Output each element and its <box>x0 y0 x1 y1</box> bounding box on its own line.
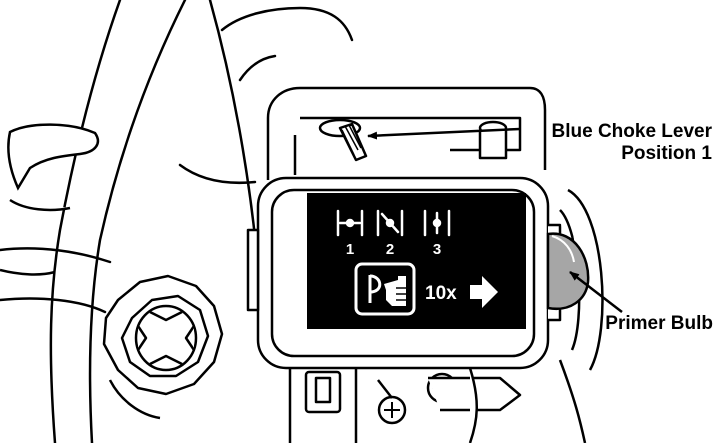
choke-callout-line1: Blue Choke Lever <box>551 121 713 142</box>
choke-callout-arrow <box>367 127 521 140</box>
fuel-cap <box>102 274 224 420</box>
primer-callout-arrow <box>569 271 623 313</box>
choke-primer-decal <box>307 193 526 329</box>
primer-bulb <box>546 232 590 311</box>
choke-callout-line2: Position 1 <box>621 143 712 164</box>
housing-outline <box>0 0 354 445</box>
choke-lever-callout: Blue Choke Lever Position 1 <box>520 121 713 165</box>
right-arrow-icon <box>470 276 498 308</box>
position-1-number: 1 <box>346 241 354 258</box>
left-knob <box>0 123 100 276</box>
press-primer-icon <box>354 262 416 316</box>
choke-lever <box>338 122 368 162</box>
choke-position-1-icon <box>336 209 364 237</box>
bottom-fittings <box>288 359 587 444</box>
choke-position-2-icon <box>376 209 404 237</box>
choke-position-3-icon <box>423 209 451 237</box>
position-2-number: 2 <box>386 241 394 258</box>
primer-bulb-callout: Primer Bulb <box>605 313 713 334</box>
position-3-number: 3 <box>433 241 441 258</box>
primer-count: 10x <box>425 283 457 304</box>
